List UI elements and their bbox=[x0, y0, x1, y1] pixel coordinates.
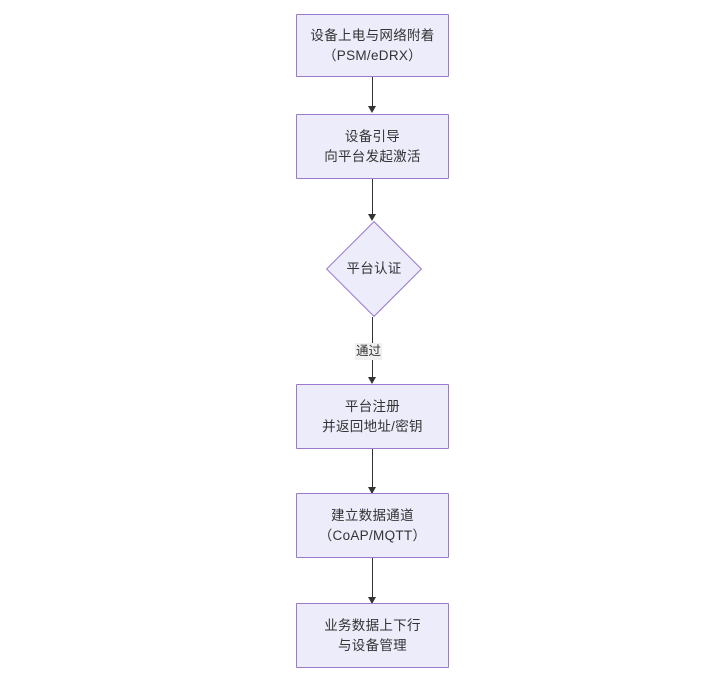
flow-node-label: 平台注册 并返回地址/密钥 bbox=[322, 398, 423, 434]
flow-node-label: 业务数据上下行 与设备管理 bbox=[324, 617, 421, 653]
flow-node-device-power-on[interactable]: 设备上电与网络附着 （PSM/eDRX） bbox=[296, 14, 449, 77]
flow-edge-line-4 bbox=[372, 449, 373, 494]
flow-node-label: 设备上电与网络附着 （PSM/eDRX） bbox=[310, 27, 435, 63]
flow-node-label: 建立数据通道 （CoAP/MQTT） bbox=[318, 507, 427, 543]
flow-node-platform-auth-decision[interactable]: 平台认证 bbox=[325, 220, 423, 318]
flow-node-data-channel[interactable]: 建立数据通道 （CoAP/MQTT） bbox=[296, 493, 449, 558]
flow-node-device-bootstrap[interactable]: 设备引导 向平台发起激活 bbox=[296, 114, 449, 179]
flow-edge-line-1 bbox=[372, 77, 373, 107]
flow-edge-line-2 bbox=[372, 179, 373, 215]
flow-edge-line-5 bbox=[372, 558, 373, 603]
flow-node-label: 设备引导 向平台发起激活 bbox=[324, 128, 421, 164]
flow-edge-arrowhead-1 bbox=[368, 106, 376, 113]
flow-node-platform-registration[interactable]: 平台注册 并返回地址/密钥 bbox=[296, 384, 449, 449]
flow-edge-arrowhead-3 bbox=[368, 377, 376, 384]
flow-edge-arrowhead-4 bbox=[368, 487, 376, 494]
flow-edge-label-pass: 通过 bbox=[355, 343, 383, 360]
flow-edge-arrowhead-2 bbox=[368, 214, 376, 221]
flow-edge-arrowhead-5 bbox=[368, 597, 376, 604]
flow-node-business-data[interactable]: 业务数据上下行 与设备管理 bbox=[296, 603, 449, 668]
flow-node-label: 平台认证 bbox=[346, 261, 402, 276]
